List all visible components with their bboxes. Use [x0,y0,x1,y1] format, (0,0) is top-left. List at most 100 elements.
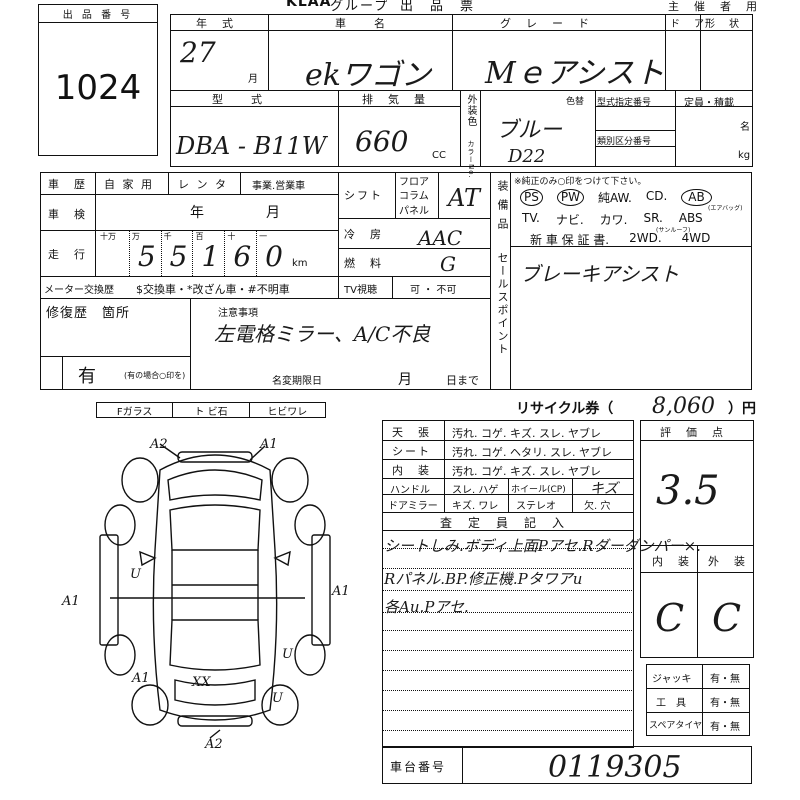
mileage-unit: km [292,258,308,269]
history-rental: レ ン タ [178,178,228,191]
history-box [40,172,752,390]
equip-cd: CD. [645,189,668,203]
lot-box: 出 品 番 号 1024 [38,4,158,156]
capacity-label: 定員・積載 [684,98,734,109]
interior-label: 内 装 [392,464,431,477]
mark-a2-front: A2 [149,437,168,452]
shape-label: 形 状 [705,19,741,30]
recycle-unit: ）円 [728,401,756,417]
rating-exterior-label: 外 装 [708,555,747,568]
rating-label: 評 価 点 [660,426,725,439]
ac-label: 冷 房 [344,228,383,241]
glass-windshield: Fガラス [97,403,174,418]
ceiling-options: 汚れ. コゲ. キズ. スレ. ヤブレ [452,427,601,440]
airbag-note: (エアバッグ) [708,205,743,212]
mark-a1-front: A1 [259,437,278,452]
equip-tv: TV. [522,211,540,225]
history-business: 事業.営業車 [252,181,306,192]
sales-point-label: セールスポイント [496,252,509,356]
year-label: 年 式 [196,17,235,30]
repair-label: 修復歴 箇所 [46,306,131,321]
ac-value: AAC [418,226,463,250]
mirror-options: キズ. ワレ [452,501,499,512]
shift-column: コラム [399,191,429,202]
mark-u-rear: U [272,691,284,706]
sunroof-note: (サンルーフ) [656,227,691,234]
ceiling-label: 天 張 [392,426,431,439]
inspector-line-2: Rパネル.BP.修正機.Pタワアu [384,570,583,588]
mark-a2-rear: A2 [204,737,223,750]
rating-exterior-value: C [712,596,742,640]
name-label: 車 名 [335,17,387,30]
mark-a1-left: A1 [61,594,80,609]
history-label: 車 歴 [48,178,87,191]
shift-panel: パネル [399,206,429,217]
equip-abs: ABS [678,211,703,225]
grade-label: グ レ ー ド [500,17,591,30]
mark-a1-rear: A1 [131,671,150,686]
cc-value: 660 [355,125,409,158]
tv-label: TV視聴 [344,285,377,296]
door-label: ド ア [670,19,706,30]
shaken-label: 車 検 [48,208,87,221]
type-no-label: 型式指定番号 [597,98,652,108]
equip-sr: SR. [643,211,663,225]
capacity-unit-person: 名 [740,122,750,133]
ext-color-label: 外装色 [465,94,476,127]
mark-u-right: U [282,647,294,662]
meter-options: $交換車・*改ざん車・#不明車 [136,283,290,296]
mirror-label: ドアミラー [388,501,438,512]
toolkit-options: 有・無 [710,698,740,709]
equip-navi: ナビ. [555,213,584,227]
history-private: 自 家 用 [104,178,154,191]
equipment-note: ※純正のみ○印をつけて下さい。 [514,177,647,187]
inspector-line-3: 各Au.Pアセ. [384,598,469,616]
recycle-label: リサイクル券（ [516,401,614,417]
equipment-row-3: 新 車 保 証 書. 2WD. 4WD [530,231,710,248]
car-diagram: A2 A1 U A1 A1 U A1 XX A2 U [61,437,350,750]
rating-score: 3.5 [656,468,720,514]
equipment-row-1: PS PW 純AW. CD. AB [520,189,712,206]
color-change-label: 色替 [566,97,585,107]
capacity-unit-kg: kg [738,150,751,161]
handle-label: ハンドル [390,485,430,496]
handle-options: スレ. ハゲ [452,485,499,496]
model-label: 型 式 [212,93,264,106]
color-no-label: カラーNo. [467,140,475,179]
wheel-label: ホイール(CP) [511,485,566,495]
model-value: DBA - B11W [176,132,327,160]
jack-label: ジャッキ [652,674,692,685]
caution-label: 注意事項 [218,308,258,319]
spare-tire-label: スペアタイヤ [649,721,703,731]
repair-note: (有の場合○印を) [124,371,186,380]
fuel-value: G [440,252,456,276]
chassis-value: 0119305 [548,750,682,785]
inspector-label: 査 定 員 記 入 [440,516,567,530]
deadline-day: 日まで [446,374,479,387]
recycle-value: 8,060 [652,394,715,419]
meter-label: メーター交換歴 [44,285,114,296]
equip-2wd: 2WD. [629,231,662,245]
stereo-options: 欠. 穴 [584,501,611,512]
interior-options: 汚れ. コゲ. キズ. スレ. ヤブレ [452,465,601,478]
spare-tire-options: 有・無 [710,722,740,733]
equipment-label: 装備品 [496,180,509,237]
header-title: 出 品 票 [400,0,476,14]
lot-label: 出 品 番 号 [39,5,157,23]
cc-unit: CC [432,150,446,161]
equip-pw: PW [556,189,584,206]
tools-box [646,664,750,736]
mark-a1-right: A1 [331,584,350,599]
color-no-value: D22 [508,146,546,167]
seat-options: 汚れ. コゲ. ヘタリ. スレ. ヤブレ [452,446,612,459]
deadline-month: 月 [398,372,412,388]
glass-crack: ヒビワレ [267,406,308,418]
month-unit: 月 [248,74,258,85]
shaken-year: 年 [190,205,204,221]
grade-value: Mｅアシスト [485,56,665,91]
class-no-label: 類別区分番号 [597,137,652,147]
shaken-month: 月 [266,205,280,221]
